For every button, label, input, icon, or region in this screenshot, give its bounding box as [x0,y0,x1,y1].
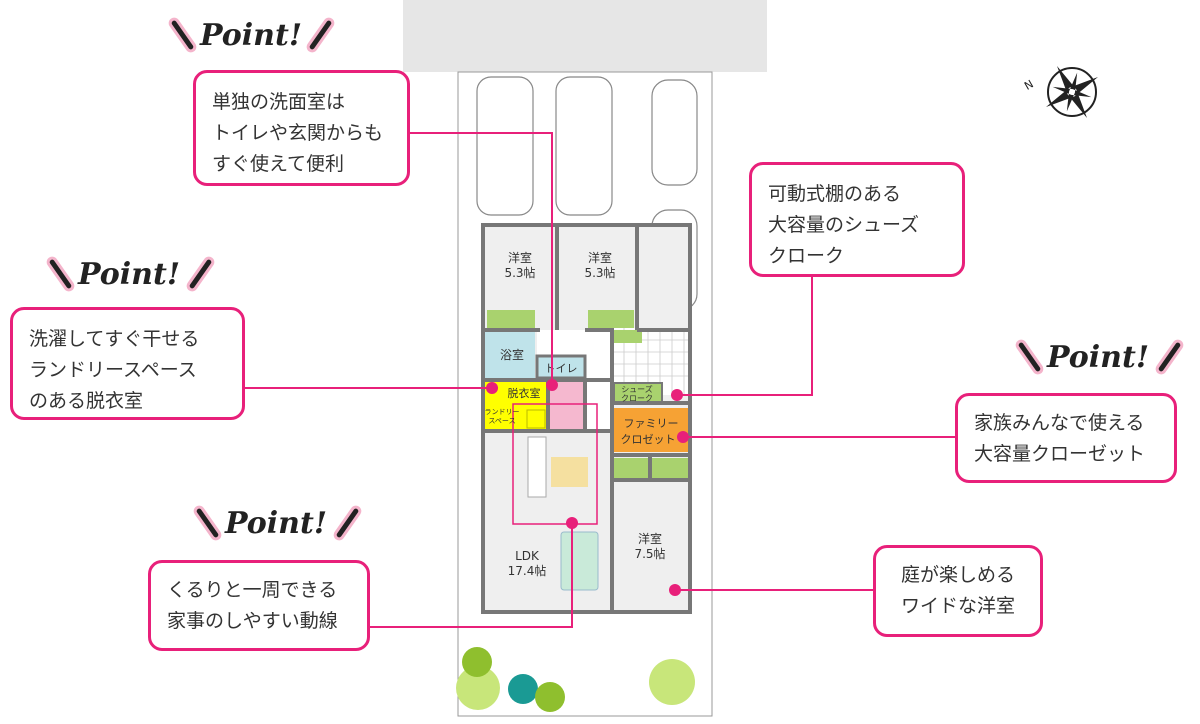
road [403,0,767,72]
closet [610,330,642,343]
room-size: 5.3帖 [504,265,535,280]
callout-family-closet: 家族みんなで使える 大容量クローゼット [955,393,1177,483]
washroom-area [550,382,585,430]
room-label: 洋室 [588,250,612,265]
callout-dressing-room: 洗濯してすぐ干せる ランドリースペース のある脱衣室 [10,307,245,420]
car-icon [476,76,534,216]
washer [526,409,546,429]
bath-area [485,330,535,378]
room-label: ランドリー [485,408,520,416]
car-icon [651,79,698,186]
room-label: 洋室 [638,531,662,546]
callout-wide-bedroom: 庭が楽しめる ワイドな洋室 [873,545,1043,637]
sofa [560,531,599,591]
room-label: トイレ [545,362,578,375]
room-label: LDK [515,549,540,563]
circulation-route [512,403,598,525]
room-label: スペース [488,417,515,425]
room-size: 5.3帖 [584,265,615,280]
room-label: 浴室 [500,347,524,362]
room-label: クロゼット [621,433,676,446]
compass-icon: N [1022,66,1098,118]
callout-washroom: 単独の洗面室は トイレや玄関からも すぐ使えて便利 [193,70,410,186]
closet [487,310,535,328]
kitchen-counter [527,436,547,498]
car-icon [555,76,613,216]
leader-dots [486,379,689,596]
room-label: シューズ [621,384,653,394]
svg-text:N: N [1022,77,1036,92]
leader-lines [245,132,955,628]
room-size: 7.5帖 [634,546,665,561]
family-closet [614,408,688,452]
room-label: クローク [621,394,653,403]
room-label: 洋室 [508,250,532,265]
closet [614,458,648,480]
dining-table [551,457,588,487]
callout-circulation: くるりと一周できる 家事のしやすい動線 [148,560,370,651]
walls [481,223,692,614]
closet [652,458,688,480]
trees [456,647,695,712]
room-label: ファミリー [624,417,679,430]
closet [588,310,634,328]
room-label: 脱衣室 [508,386,541,400]
callout-shoe-closet: 可動式棚のある 大容量のシューズ クローク [749,162,965,277]
room-size: 17.4帖 [508,563,547,578]
